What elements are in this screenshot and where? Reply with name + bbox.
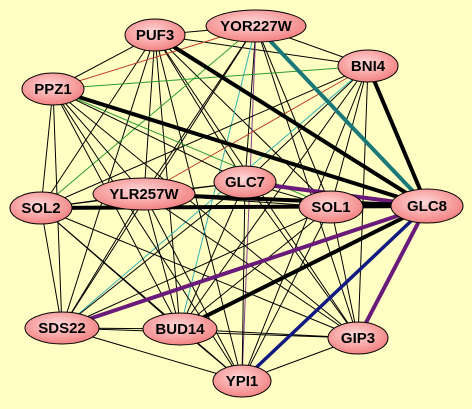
edge-bni4-ylr257w xyxy=(143,65,369,195)
node-label: BUD14 xyxy=(155,321,205,338)
edge-puf3-glc8 xyxy=(153,33,429,208)
node-shape xyxy=(298,190,364,224)
node-bni4[interactable]: BNI4 xyxy=(337,49,399,83)
node-bud14[interactable]: BUD14 xyxy=(142,312,218,346)
node-label: GIP3 xyxy=(341,330,375,347)
node-gip3[interactable]: GIP3 xyxy=(327,321,389,355)
node-label: BNI4 xyxy=(351,58,386,75)
node-shape xyxy=(9,191,73,225)
node-shape xyxy=(205,9,307,43)
edge-sol2-sds22 xyxy=(40,207,63,329)
node-shape xyxy=(337,49,399,83)
node-shape xyxy=(21,72,85,106)
node-label: PUF3 xyxy=(136,27,174,44)
node-sol2[interactable]: SOL2 xyxy=(9,191,73,225)
edge-puf3-ylr257w xyxy=(143,34,156,195)
edge-ppz1-glc7 xyxy=(52,88,246,183)
node-label: GLC7 xyxy=(225,174,265,191)
edge-glc8-gip3 xyxy=(356,204,429,340)
node-shape xyxy=(212,364,272,398)
edge-sol1-gip3 xyxy=(330,206,359,339)
node-sol1[interactable]: SOL1 xyxy=(298,190,364,224)
node-puf3[interactable]: PUF3 xyxy=(124,18,186,52)
node-ylr257w[interactable]: YLR257W xyxy=(92,177,196,211)
edge-ylr257w-bud14 xyxy=(143,193,181,330)
edge-glc8-bud14 xyxy=(178,204,429,331)
edge-puf3-glc7 xyxy=(154,34,246,183)
edge-ppz1-glc8 xyxy=(51,87,429,208)
node-shape xyxy=(390,188,464,224)
node-shape xyxy=(142,312,218,346)
edge-yor227w-ylr257w xyxy=(143,25,257,195)
node-label: PPZ1 xyxy=(34,81,72,98)
node-glc7[interactable]: GLC7 xyxy=(213,165,277,199)
edge-sol2-gip3 xyxy=(40,207,359,339)
edge-ppz1-ylr257w xyxy=(52,88,145,195)
edge-yor227w-glc8 xyxy=(254,24,429,208)
node-ppz1[interactable]: PPZ1 xyxy=(21,72,85,106)
node-shape xyxy=(92,177,196,211)
node-shape xyxy=(327,321,389,355)
edge-ppz1-sol2 xyxy=(40,88,54,209)
node-label: YOR227W xyxy=(220,18,293,35)
edge-bni4-ppz1 xyxy=(52,65,369,90)
edge-puf3-bni4 xyxy=(154,34,369,67)
edge-bni4-ypi1 xyxy=(241,65,369,382)
edge-glc7-ypi1 xyxy=(241,181,246,382)
edges-layer xyxy=(39,24,429,383)
edge-yor227w-sol1 xyxy=(255,25,332,208)
edge-glc8-sds22 xyxy=(60,204,429,330)
node-shape xyxy=(124,18,186,52)
node-shape xyxy=(24,311,100,345)
node-label: SOL2 xyxy=(21,200,60,217)
node-label: SDS22 xyxy=(38,320,86,337)
node-label: YLR257W xyxy=(109,186,179,203)
edge-ylr257w-ypi1 xyxy=(143,193,243,382)
edge-bni4-glc7 xyxy=(244,65,369,183)
edge-bni4-sol1 xyxy=(330,65,369,208)
node-glc8[interactable]: GLC8 xyxy=(390,188,464,224)
node-ypi1[interactable]: YPI1 xyxy=(212,364,272,398)
edge-puf3-sol2 xyxy=(40,34,156,209)
edge-sol2-ypi1 xyxy=(40,207,243,382)
edge-sol1-bud14 xyxy=(179,206,332,330)
node-label: SOL1 xyxy=(311,199,350,216)
node-sds22[interactable]: SDS22 xyxy=(24,311,100,345)
edge-puf3-sol1 xyxy=(154,34,332,208)
edge-sol1-ypi1 xyxy=(241,206,332,382)
edge-glc8-ypi1 xyxy=(240,204,429,383)
node-label: GLC8 xyxy=(407,198,447,215)
node-shape xyxy=(213,165,277,199)
node-yor227w[interactable]: YOR227W xyxy=(205,9,307,43)
edge-bni4-glc8 xyxy=(366,64,429,208)
edge-sol2-glc8 xyxy=(39,204,429,210)
node-label: YPI1 xyxy=(226,373,259,390)
edge-yor227w-glc7 xyxy=(244,25,257,183)
edge-puf3-sds22 xyxy=(61,34,156,329)
edge-sol1-sds22 xyxy=(61,206,332,329)
edge-yor227w-ypi1 xyxy=(241,25,257,382)
